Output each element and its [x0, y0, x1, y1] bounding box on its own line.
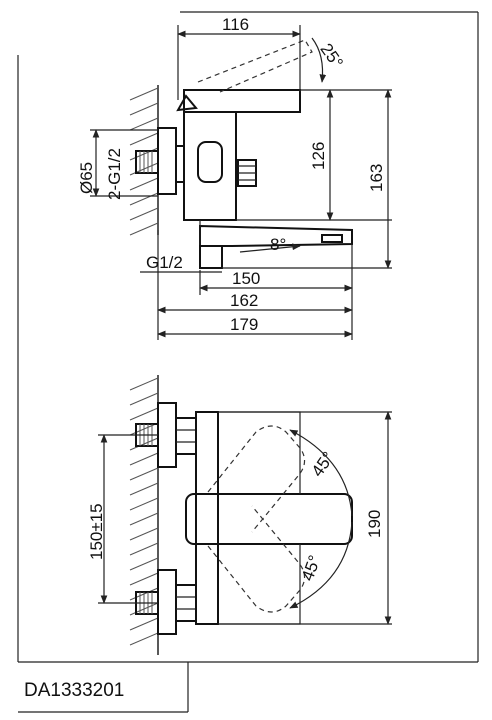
dim-lever-angle: 25° — [317, 40, 347, 72]
nut-upper — [175, 417, 197, 455]
handle-rotated-upper — [207, 425, 306, 533]
flange — [157, 127, 177, 195]
model-code: DA1333201 — [24, 680, 124, 701]
lever-raised-outline — [197, 39, 313, 93]
dim-162: 162 — [230, 291, 258, 310]
dim-190: 190 — [365, 510, 384, 538]
dim-163: 163 — [367, 164, 386, 192]
dim-150: 150 — [232, 269, 260, 288]
dim-diameter: Ø65 — [77, 162, 96, 194]
dim-outlet-thread: G1/2 — [146, 253, 183, 272]
aerator — [321, 234, 343, 243]
lever-base — [183, 89, 301, 113]
flange-lower — [157, 569, 177, 635]
dim-center-distance: 150±15 — [87, 503, 106, 560]
dim-116: 116 — [222, 15, 249, 34]
dim-inlet-thread: 2-G1/2 — [105, 148, 124, 200]
nut — [175, 145, 185, 183]
drawing-frame — [17, 11, 479, 713]
body-top-view — [195, 411, 219, 625]
outlet-thread — [199, 245, 223, 269]
inlet-connector — [135, 150, 159, 174]
handle-rotated-lower — [207, 505, 306, 613]
dim-spout-angle: 8° — [270, 235, 286, 254]
nut-lower — [175, 584, 197, 622]
dim-179: 179 — [230, 315, 258, 334]
cartridge-window — [197, 141, 223, 183]
dim-angle-lower: 45° — [298, 553, 325, 584]
side-view — [90, 25, 392, 340]
top-view — [98, 375, 392, 655]
flange-upper — [157, 402, 177, 468]
mixer-body — [183, 111, 237, 221]
handle-top-view — [185, 493, 353, 545]
dim-126: 126 — [309, 142, 328, 170]
lever-tip — [176, 94, 198, 112]
dim-angle-upper: 45° — [308, 448, 338, 480]
